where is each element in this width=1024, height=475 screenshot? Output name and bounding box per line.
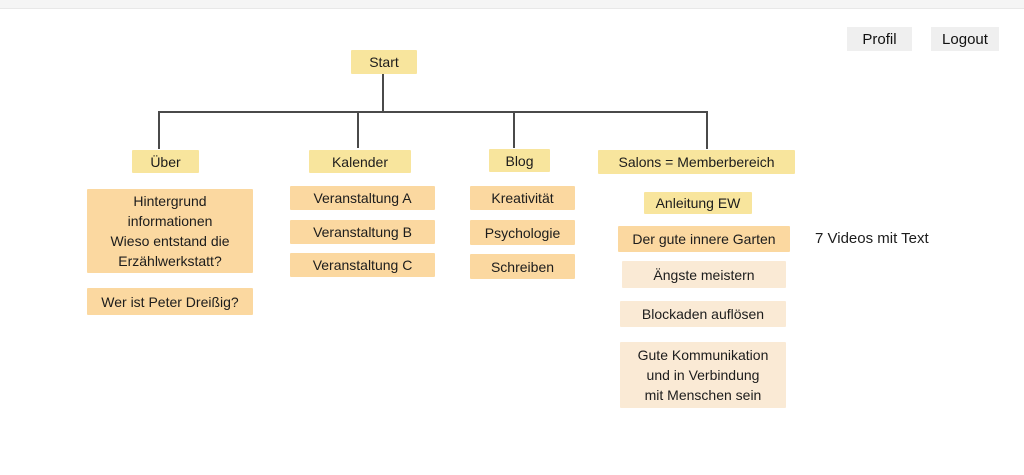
connector-ueber-drop xyxy=(158,111,160,149)
node-veranstaltung-a: Veranstaltung A xyxy=(290,186,435,210)
node-wer-ist-peter-dreissig: Wer ist Peter Dreißig? xyxy=(87,288,253,315)
connector-salons-drop xyxy=(706,111,708,149)
node-der-gute-innere-garten: Der gute innere Garten xyxy=(618,226,790,252)
node-salons-memberbereich: Salons = Memberbereich xyxy=(598,150,795,174)
node-blockaden-aufloesen: Blockaden auflösen xyxy=(620,301,786,327)
node-kalender: Kalender xyxy=(309,150,411,173)
node-start: Start xyxy=(351,50,417,74)
connector-horizontal-bus xyxy=(158,111,708,113)
node-veranstaltung-b: Veranstaltung B xyxy=(290,220,435,244)
node-ueber: Über xyxy=(132,150,199,173)
top-bar xyxy=(0,0,1024,9)
node-blog: Blog xyxy=(489,149,550,172)
connector-start-down xyxy=(382,74,384,112)
node-kreativitaet: Kreativität xyxy=(470,186,575,210)
node-aengste-meistern: Ängste meistern xyxy=(622,261,786,288)
videos-annotation: 7 Videos mit Text xyxy=(815,230,929,247)
connector-kalender-drop xyxy=(357,111,359,148)
logout-button[interactable]: Logout xyxy=(931,27,999,51)
node-veranstaltung-c: Veranstaltung C xyxy=(290,253,435,277)
profil-button[interactable]: Profil xyxy=(847,27,912,51)
node-psychologie: Psychologie xyxy=(470,220,575,245)
node-hintergrund-informationen: Hintergrund informationen Wieso entstand… xyxy=(87,189,253,273)
node-gute-kommunikation: Gute Kommunikation und in Verbindung mit… xyxy=(620,342,786,408)
node-anleitung-ew: Anleitung EW xyxy=(644,192,752,214)
node-schreiben: Schreiben xyxy=(470,254,575,279)
connector-blog-drop xyxy=(513,111,515,148)
